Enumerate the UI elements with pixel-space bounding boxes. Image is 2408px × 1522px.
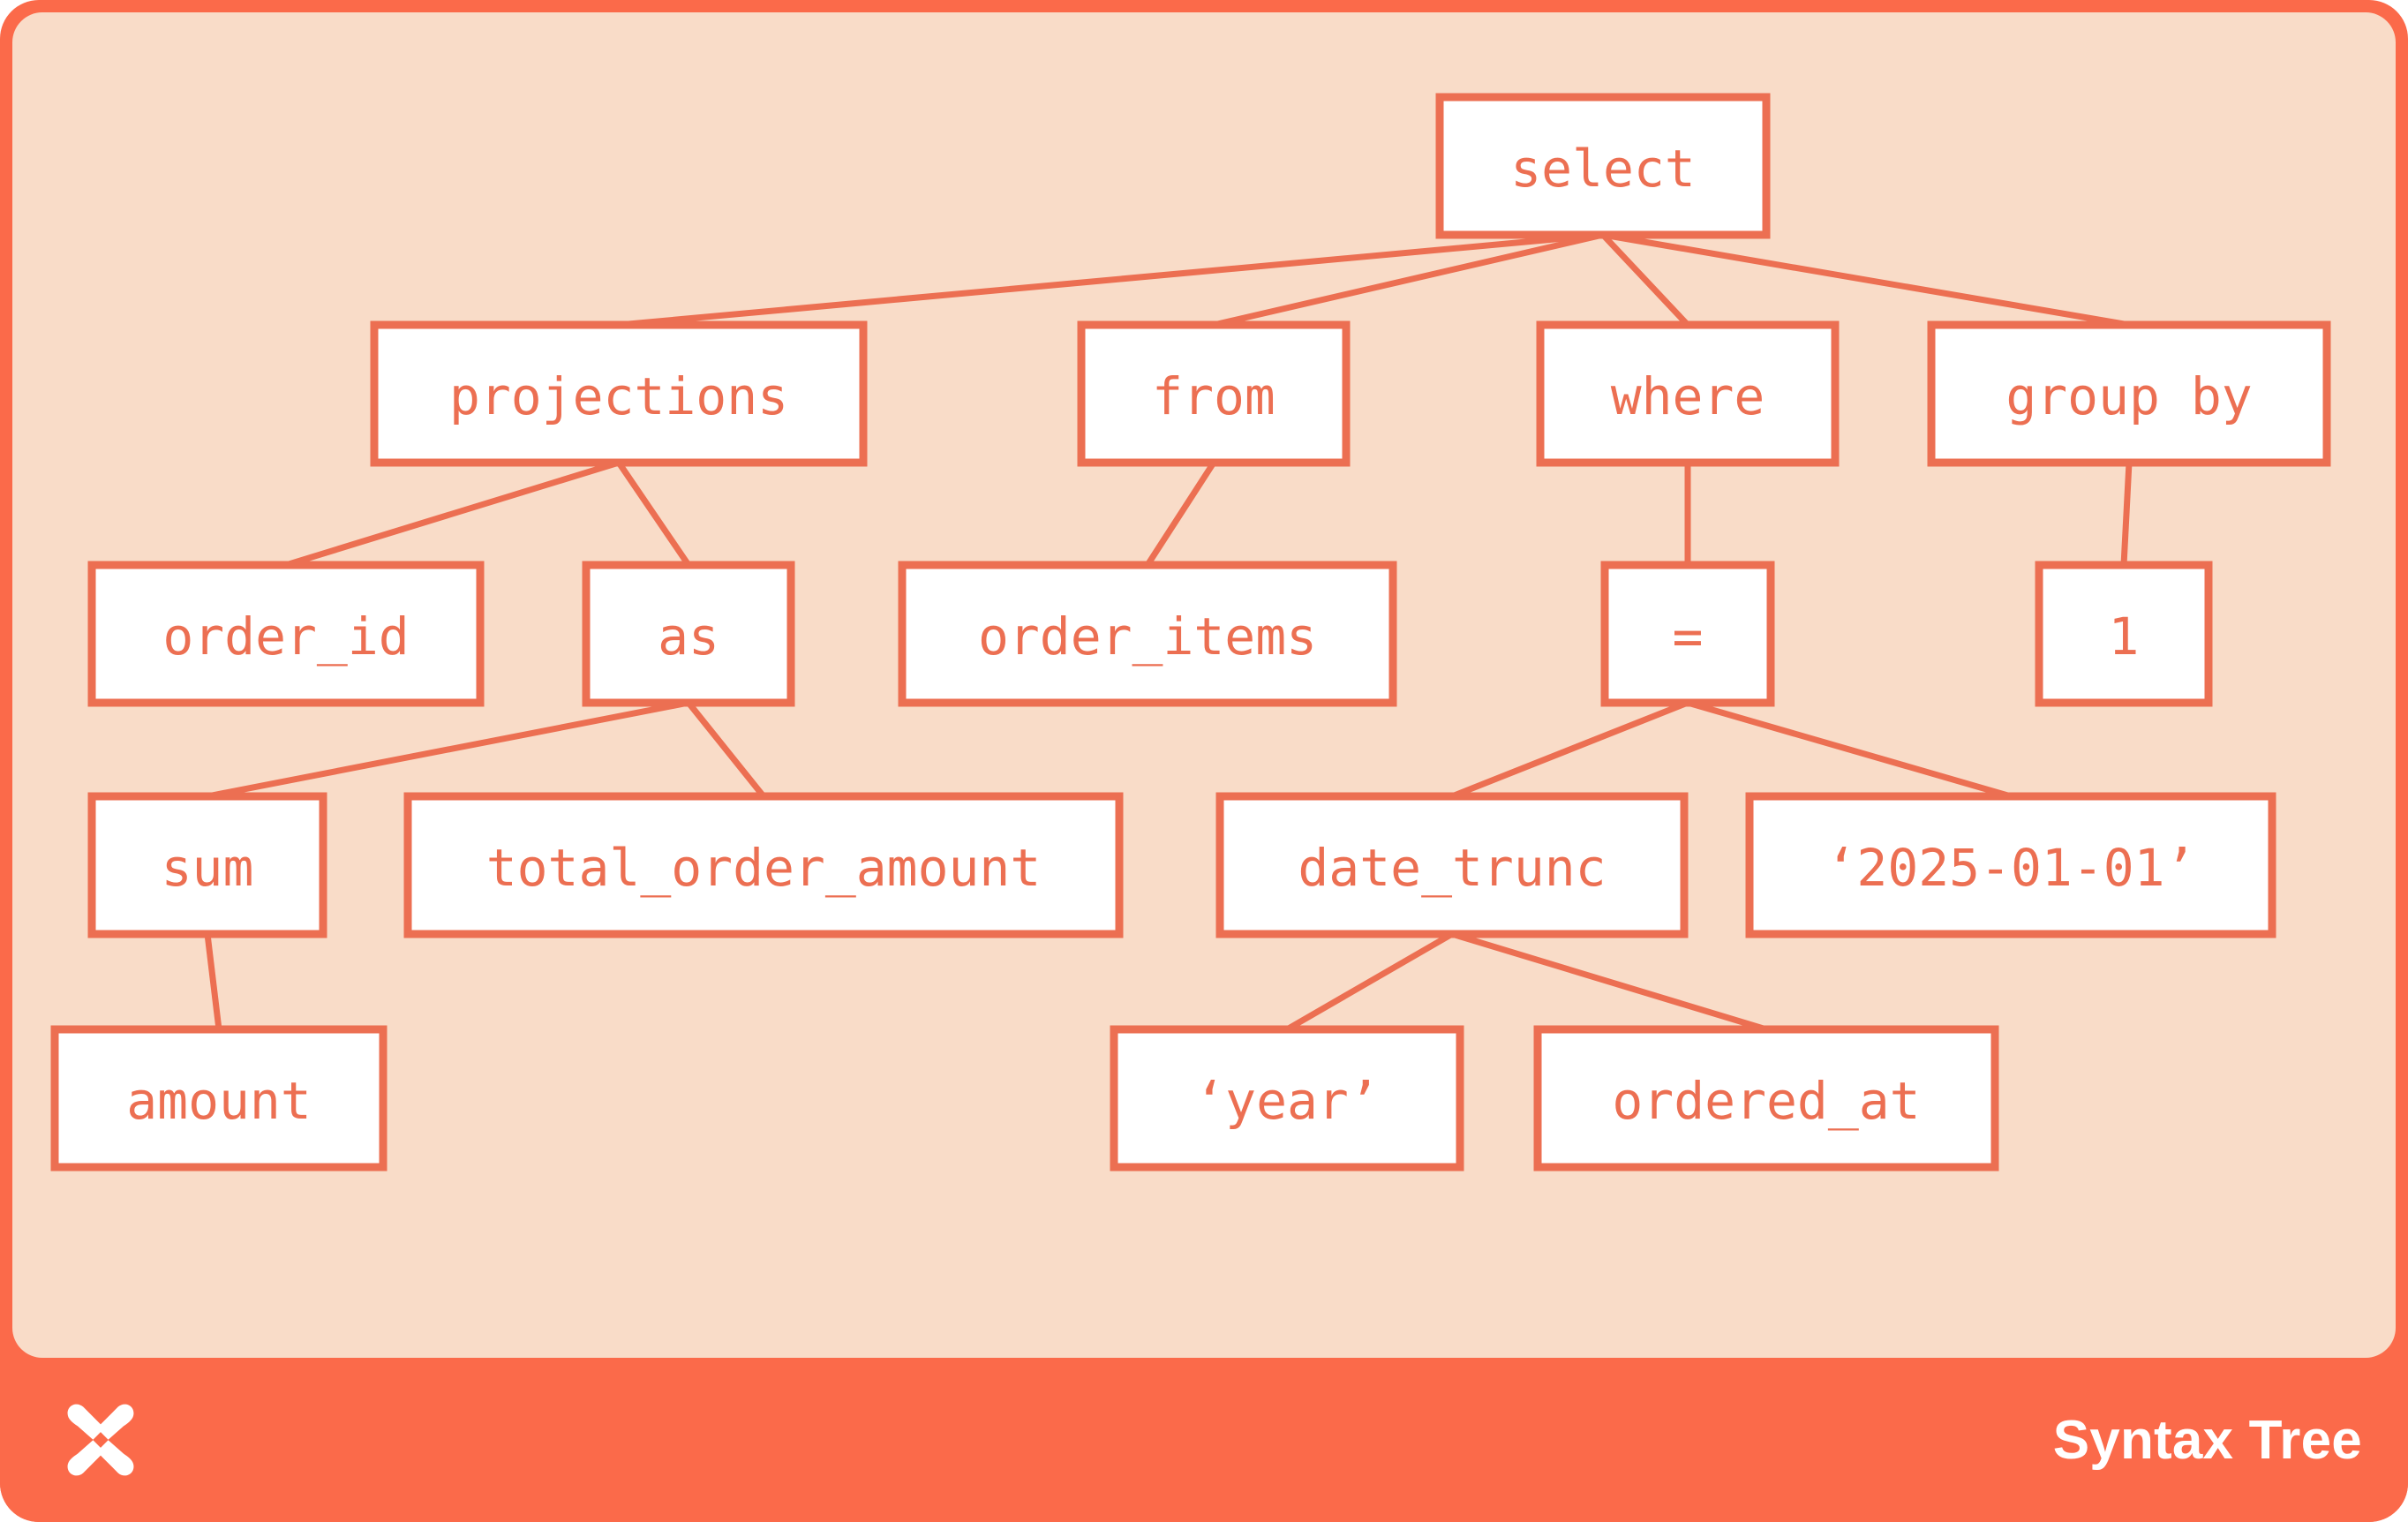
tree-edge bbox=[686, 700, 766, 799]
tree-edge bbox=[1450, 699, 1689, 800]
tree-node-label: ordered_at bbox=[1612, 1071, 1920, 1131]
tree-node-box bbox=[1533, 1025, 1999, 1172]
tree-edge bbox=[1145, 461, 1216, 567]
tree-node[interactable]: sum bbox=[87, 792, 327, 938]
tree-node[interactable]: order_items bbox=[898, 561, 1397, 707]
tree-node-label: total_order_amount bbox=[486, 838, 1042, 898]
tree-edge bbox=[616, 461, 691, 567]
tree-edge bbox=[618, 231, 1604, 328]
tree-node-label: sum bbox=[162, 838, 254, 898]
tree-node-box bbox=[1745, 792, 2276, 938]
tree-node-box bbox=[403, 792, 1124, 938]
tree-node[interactable]: ordered_at bbox=[1533, 1025, 1999, 1172]
tree-node[interactable]: date_trunc bbox=[1215, 792, 1689, 938]
tree-edge bbox=[2120, 462, 2133, 566]
tree-canvas: select projections from where group by order_… bbox=[12, 12, 2396, 1358]
tree-node-box bbox=[50, 1025, 388, 1172]
tree-node-box bbox=[87, 561, 485, 707]
node-layer: select projections from where group by order_… bbox=[50, 93, 2331, 1172]
tree-node-box bbox=[1435, 93, 1771, 239]
tree-node[interactable]: select bbox=[1435, 93, 1771, 239]
butterfly-x-logo-icon bbox=[67, 1404, 134, 1476]
tree-node-box bbox=[1600, 561, 1775, 707]
tree-node-label: order_items bbox=[978, 607, 1317, 667]
tree-node[interactable]: where bbox=[1536, 320, 1840, 467]
tree-node-box bbox=[370, 320, 868, 467]
tree-node-label: from bbox=[1152, 366, 1275, 426]
tree-node[interactable]: amount bbox=[50, 1025, 388, 1172]
tree-node-label: = bbox=[1673, 607, 1704, 667]
tree-node[interactable]: projections bbox=[370, 320, 868, 467]
tree-node-box bbox=[2035, 561, 2213, 707]
tree-edge bbox=[1600, 232, 1690, 328]
tree-node[interactable]: ‘year’ bbox=[1110, 1025, 1464, 1172]
tree-node-label: where bbox=[1611, 366, 1765, 426]
tree-node[interactable]: ‘2025-01-01’ bbox=[1745, 792, 2276, 938]
tree-node-label: as bbox=[658, 607, 719, 667]
tree-edge bbox=[1285, 931, 1454, 1033]
tree-node[interactable]: order_id bbox=[87, 561, 485, 707]
footer-title: Syntax Tree bbox=[2052, 1409, 2362, 1471]
tree-node-label: date_trunc bbox=[1298, 838, 1606, 898]
tree-node-box bbox=[1927, 320, 2331, 467]
tree-edge bbox=[204, 933, 222, 1030]
tree-node[interactable]: as bbox=[582, 561, 795, 707]
syntax-tree-graphic: select projections from where group by order_… bbox=[50, 93, 2331, 1172]
tree-node-label: order_id bbox=[162, 607, 409, 667]
tree-node[interactable]: 1 bbox=[2035, 561, 2213, 707]
tree-edge bbox=[1687, 699, 2012, 800]
tree-node[interactable]: = bbox=[1600, 561, 1775, 707]
tree-edge bbox=[1602, 231, 2130, 328]
tree-node-box bbox=[1536, 320, 1840, 467]
edge-layer bbox=[204, 231, 2133, 1033]
tree-edge bbox=[284, 459, 621, 569]
tree-edge bbox=[1450, 931, 1768, 1033]
tree-node-label: ‘year’ bbox=[1194, 1071, 1380, 1131]
tree-node-label: ‘2025-01-01’ bbox=[1825, 838, 2195, 898]
tree-node-box bbox=[1110, 1025, 1464, 1172]
tree-node-box bbox=[898, 561, 1397, 707]
tree-node[interactable]: total_order_amount bbox=[403, 792, 1124, 938]
footer-bar: Syntax Tree bbox=[0, 1358, 2408, 1522]
tree-node-label: group by bbox=[2005, 366, 2252, 426]
tree-node-label: projections bbox=[449, 366, 788, 426]
tree-node-label: amount bbox=[126, 1071, 312, 1131]
tree-node-box bbox=[87, 792, 327, 938]
tree-node[interactable]: from bbox=[1077, 320, 1351, 467]
tree-node-label: 1 bbox=[2109, 607, 2140, 667]
tree-node-label: select bbox=[1510, 139, 1696, 199]
tree-node-box bbox=[1215, 792, 1689, 938]
tree-node-box bbox=[582, 561, 795, 707]
tree-edge bbox=[207, 699, 689, 800]
tree-node[interactable]: group by bbox=[1927, 320, 2331, 467]
tree-node-box bbox=[1077, 320, 1351, 467]
tree-edge bbox=[1213, 231, 1604, 328]
